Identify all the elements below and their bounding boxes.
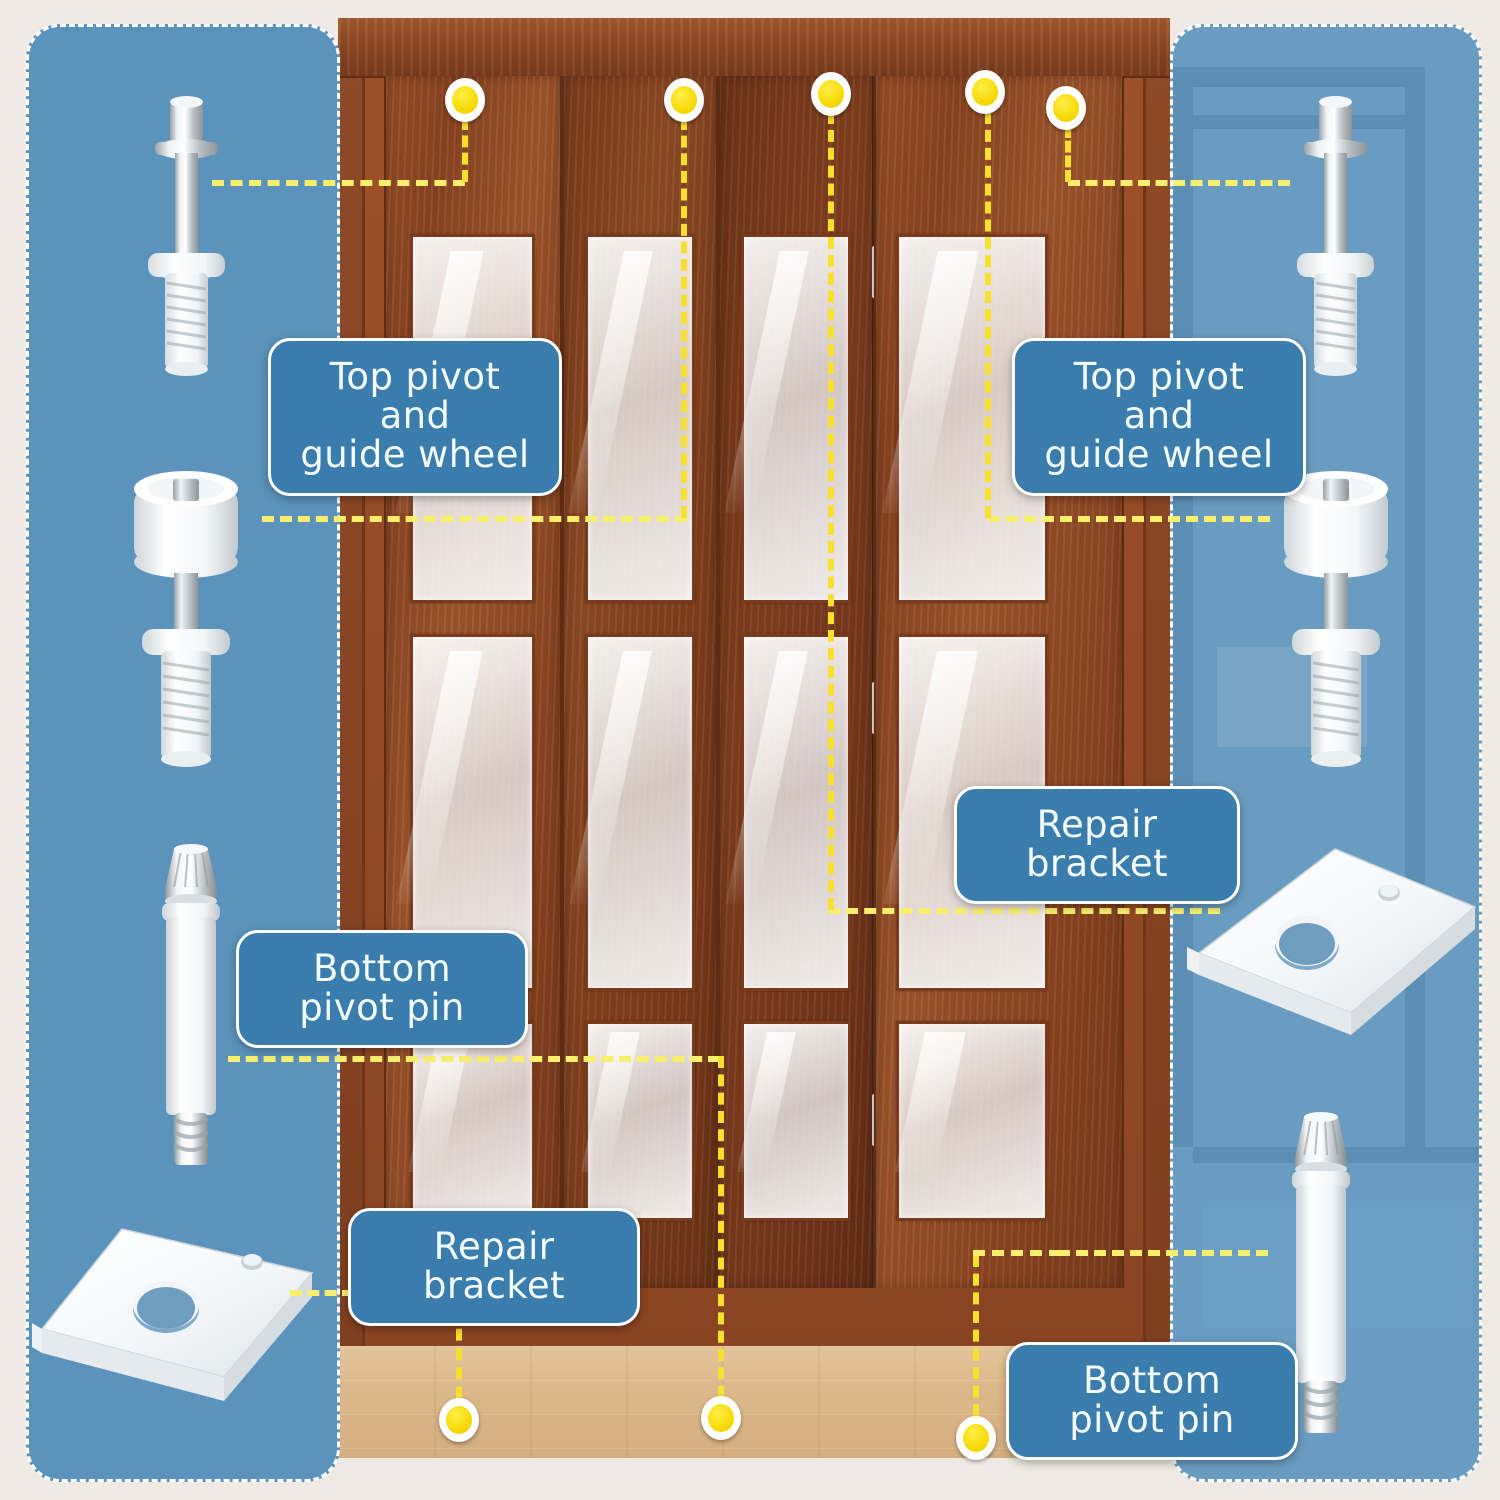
callout-repair-bracket-right[interactable]: Repair bracket bbox=[954, 786, 1240, 905]
marker-dot-7 bbox=[701, 1396, 741, 1440]
part-bottom-pivot-pin-right bbox=[1271, 1105, 1371, 1445]
callout-top-pivot-guide-right[interactable]: Top pivot and guide wheel bbox=[1012, 338, 1306, 496]
door-leaf-1 bbox=[384, 76, 562, 1288]
part-guide-wheel-right bbox=[1271, 465, 1401, 785]
part-guide-wheel-left bbox=[121, 465, 251, 785]
leader-top-pivot-right-v bbox=[1065, 126, 1071, 182]
part-top-pivot-pin-right bbox=[1283, 87, 1388, 387]
part-top-pivot-pin-left bbox=[134, 87, 239, 387]
marker-dot-3 bbox=[811, 72, 851, 116]
right-parts-panel bbox=[1170, 24, 1482, 1482]
marker-dot-4 bbox=[965, 70, 1005, 114]
leader-bottom-pivot-left-h bbox=[228, 1056, 720, 1062]
leader-top-pivot-right-h bbox=[1068, 180, 1290, 186]
leader-bottom-pivot-left-v bbox=[718, 1056, 724, 1416]
leader-repair-bracket-right-v bbox=[828, 112, 834, 910]
door-leaf-3 bbox=[717, 76, 874, 1288]
door-leaf-2 bbox=[561, 76, 718, 1288]
callout-bottom-pivot-pin-right[interactable]: Bottom pivot pin bbox=[1006, 1342, 1298, 1461]
leader-guide-wheel-left-v bbox=[681, 118, 687, 518]
leader-top-pivot-left-v bbox=[462, 118, 468, 182]
leader-guide-wheel-right-h bbox=[988, 516, 1270, 522]
door-leaves bbox=[384, 76, 1124, 1288]
marker-dot-1 bbox=[445, 78, 485, 122]
callout-repair-bracket-left[interactable]: Repair bracket bbox=[348, 1208, 640, 1327]
callout-top-pivot-guide-left[interactable]: Top pivot and guide wheel bbox=[268, 338, 562, 496]
part-repair-bracket-right bbox=[1183, 835, 1483, 1045]
part-bottom-pivot-pin-left bbox=[141, 837, 241, 1177]
marker-dot-2 bbox=[664, 78, 704, 122]
marker-dot-8 bbox=[956, 1416, 996, 1460]
leader-bottom-pivot-right-h2 bbox=[973, 1250, 1061, 1256]
door-leaf-4 bbox=[873, 76, 1124, 1288]
callout-bottom-pivot-pin-left[interactable]: Bottom pivot pin bbox=[236, 930, 528, 1049]
part-repair-bracket-left bbox=[24, 1217, 324, 1417]
bifold-door-photo bbox=[338, 18, 1170, 1458]
leader-repair-bracket-right-h bbox=[828, 908, 1220, 914]
door-casing bbox=[338, 18, 1170, 1384]
leader-guide-wheel-left-h bbox=[262, 516, 687, 522]
door-header-rail bbox=[338, 18, 1170, 78]
marker-dot-5 bbox=[1046, 86, 1086, 130]
leader-guide-wheel-right-v bbox=[985, 112, 991, 518]
left-parts-panel bbox=[26, 24, 340, 1482]
leader-bottom-pivot-right-h bbox=[1058, 1250, 1268, 1256]
marker-dot-6 bbox=[439, 1398, 479, 1442]
leader-bottom-pivot-right-v bbox=[973, 1255, 979, 1435]
leader-repair-bracket-left-v bbox=[456, 1290, 462, 1418]
leader-top-pivot-left-h bbox=[212, 180, 465, 186]
